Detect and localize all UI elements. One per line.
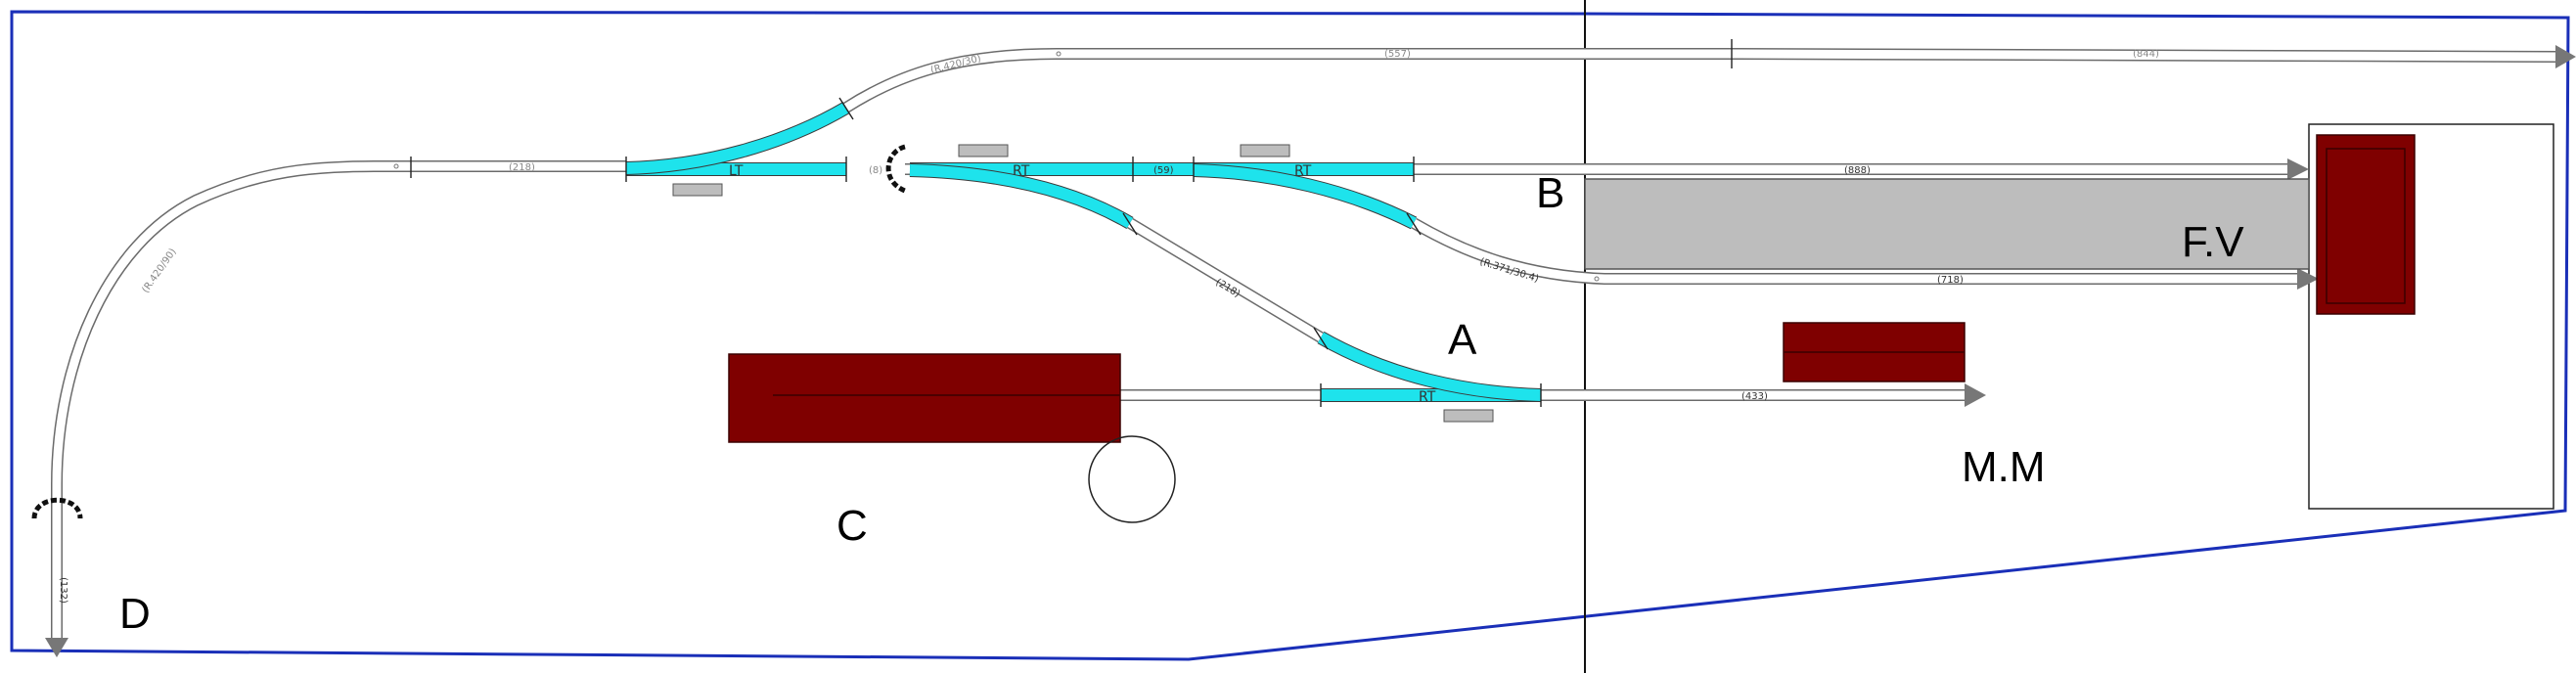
track-joints xyxy=(410,39,1733,407)
zone-label-a: A xyxy=(1448,316,1477,364)
turnout-label-rt: RT xyxy=(1419,389,1436,405)
length-label: (557) xyxy=(1384,49,1411,60)
turnout-rt-1[interactable] xyxy=(909,162,1134,230)
turnout-label-lt: LT xyxy=(729,163,744,179)
zone-label-d: D xyxy=(119,590,151,638)
length-label: (R.420/30) xyxy=(929,53,982,75)
zone-label-c: C xyxy=(836,502,868,550)
building-c xyxy=(728,353,1121,443)
platform xyxy=(1240,144,1290,157)
length-label: (844) xyxy=(2133,49,2159,60)
length-label: (888) xyxy=(1844,165,1871,176)
length-label: (R.420/90) xyxy=(140,247,178,295)
length-label: (218) xyxy=(509,162,535,173)
joint-dot xyxy=(1056,51,1062,57)
platform xyxy=(1443,409,1494,423)
joint-dot xyxy=(1594,276,1600,282)
building-fv xyxy=(2316,134,2416,315)
turnout-label-rt: RT xyxy=(1294,163,1312,179)
building-fv-inner xyxy=(2326,148,2406,304)
length-label: (718) xyxy=(1937,275,1964,286)
length-label: (433) xyxy=(1741,391,1768,402)
turnout-rt-3[interactable] xyxy=(1317,331,1542,402)
turnout-label-rt: RT xyxy=(1013,163,1030,179)
zone-label-mm: M.M xyxy=(1962,443,2046,491)
turnout-lt[interactable] xyxy=(625,101,850,176)
length-label: (59) xyxy=(1153,165,1174,176)
platform xyxy=(672,183,723,197)
turnout-rt-2[interactable] xyxy=(1193,162,1418,230)
annex-outline xyxy=(2308,123,2554,510)
length-label: (8) xyxy=(869,165,882,176)
board-outline xyxy=(10,10,2570,661)
zone-label-fv: F.V xyxy=(2182,218,2244,266)
track-bumper-icon xyxy=(885,144,907,194)
track-end-arrow-icon xyxy=(45,45,2576,657)
length-label: (132) xyxy=(58,577,68,604)
zone-label-b: B xyxy=(1536,169,1564,217)
platform xyxy=(958,144,1009,157)
turntable xyxy=(1088,435,1176,523)
fv-platform xyxy=(1584,178,2310,270)
joint-dot xyxy=(393,163,399,169)
